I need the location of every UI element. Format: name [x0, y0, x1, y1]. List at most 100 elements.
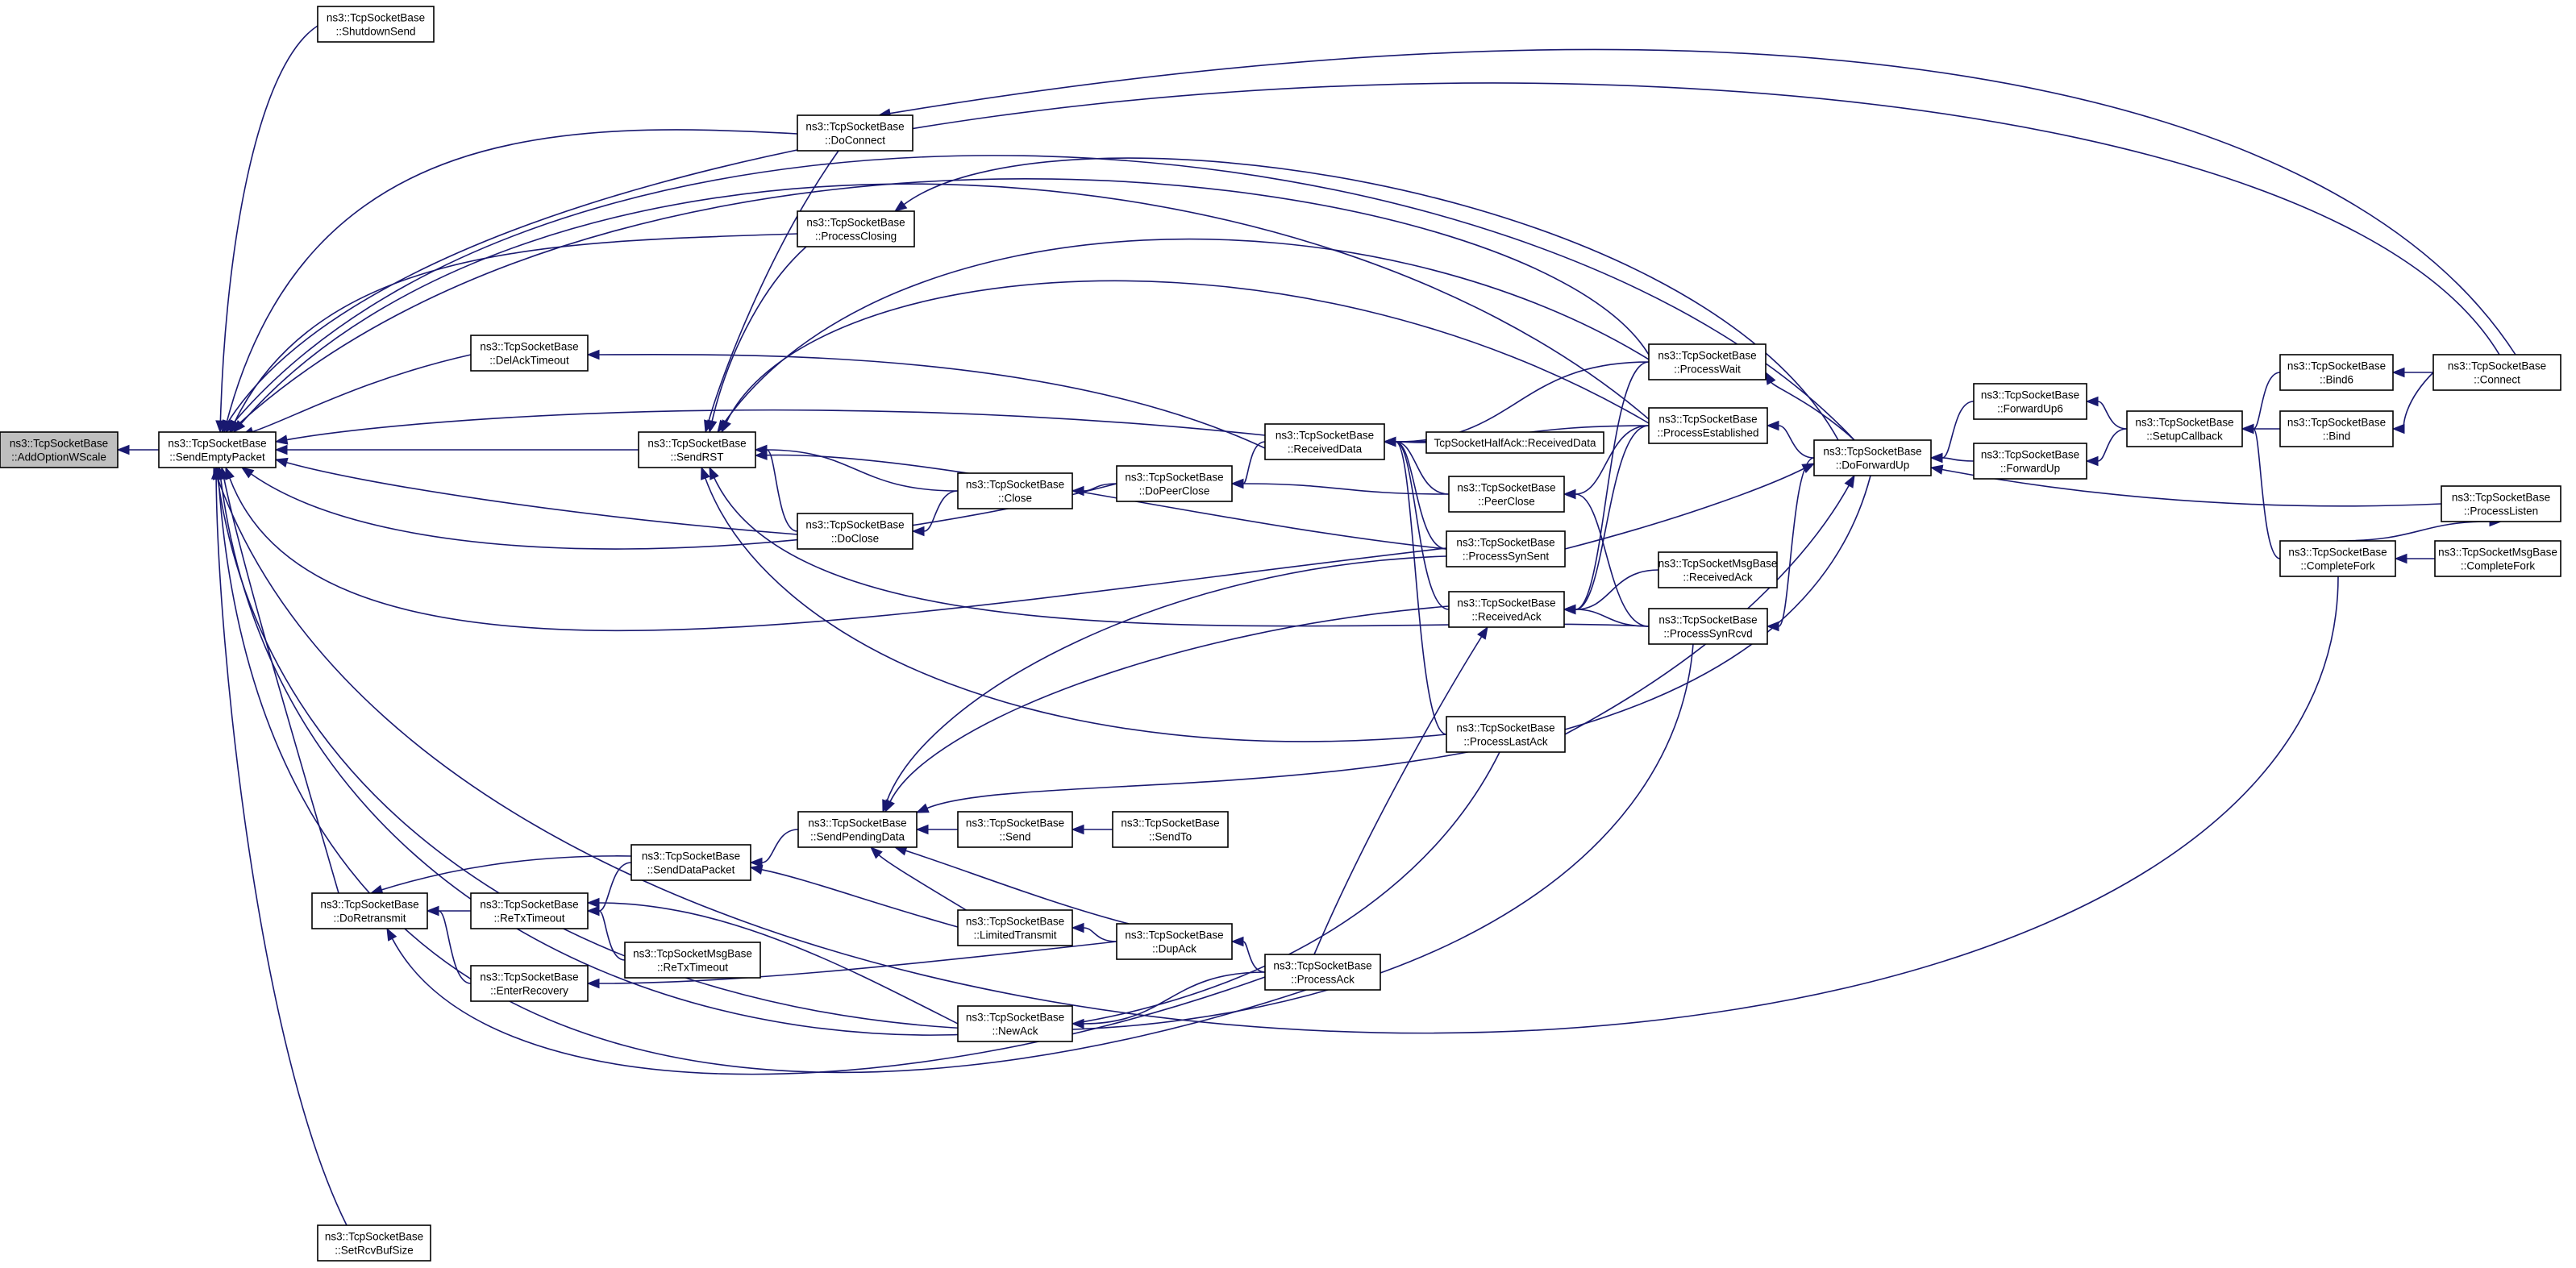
node-sendpendingdata[interactable]: ns3::TcpSocketBase::SendPendingData — [797, 811, 918, 848]
node-msgcompletefork[interactable]: ns3::TcpSocketMsgBase::CompleteFork — [2434, 540, 2561, 577]
node-box[interactable] — [470, 965, 589, 1002]
edge-line — [2403, 372, 2434, 430]
node-enterrecovery[interactable]: ns3::TcpSocketBase::EnterRecovery — [470, 965, 589, 1002]
edge-line — [886, 555, 1447, 802]
node-send[interactable]: ns3::TcpSocketBase::Send — [957, 811, 1073, 848]
node-bind[interactable]: ns3::TcpSocketBase::Bind — [2279, 410, 2394, 447]
node-box[interactable] — [2432, 354, 2561, 391]
node-retxtimeout[interactable]: ns3::TcpSocketBase::ReTxTimeout — [470, 892, 589, 929]
edge-arrowhead — [870, 846, 883, 859]
node-receiveddata[interactable]: ns3::TcpSocketBase::ReceivedData — [1264, 423, 1385, 460]
node-sendto[interactable]: ns3::TcpSocketBase::SendTo — [1112, 811, 1229, 848]
node-box[interactable] — [797, 114, 913, 152]
node-box[interactable] — [470, 892, 589, 929]
node-box[interactable] — [1648, 608, 1768, 645]
edge-processestablished-to-receivedack — [1563, 425, 1650, 615]
edge-connect-to-sendemptypacket — [221, 82, 2500, 434]
node-box[interactable] — [957, 1005, 1073, 1042]
node-box[interactable] — [1264, 954, 1381, 991]
node-box[interactable] — [0, 431, 119, 468]
node-connect[interactable]: ns3::TcpSocketBase::Connect — [2432, 354, 2561, 391]
node-box[interactable] — [1648, 407, 1768, 444]
node-box[interactable] — [1973, 383, 2087, 420]
node-label-line: ns3::TcpSocketBase — [642, 850, 740, 863]
node-box[interactable] — [1448, 476, 1565, 513]
node-box[interactable] — [1658, 551, 1778, 588]
node-processclosing[interactable]: ns3::TcpSocketBase::ProcessClosing — [797, 210, 915, 247]
node-label-line: ns3::TcpSocketBase — [1125, 472, 1223, 484]
node-newack[interactable]: ns3::TcpSocketBase::NewAck — [957, 1005, 1073, 1042]
node-box[interactable] — [311, 892, 428, 929]
node-box[interactable] — [2279, 410, 2394, 447]
node-processack[interactable]: ns3::TcpSocketBase::ProcessAck — [1264, 954, 1381, 991]
node-completefork[interactable]: ns3::TcpSocketBase::CompleteFork — [2279, 540, 2396, 577]
node-box[interactable] — [1448, 591, 1565, 628]
node-box[interactable] — [317, 6, 435, 43]
node-label-line: ns3::TcpSocketBase — [1823, 446, 1921, 458]
node-box[interactable] — [797, 210, 915, 247]
node-bind6[interactable]: ns3::TcpSocketBase::Bind6 — [2279, 354, 2394, 391]
node-box[interactable] — [1116, 465, 1233, 502]
node-delacktimeout[interactable]: ns3::TcpSocketBase::DelAckTimeout — [470, 335, 589, 372]
node-msgreceivedack[interactable]: ns3::TcpSocketMsgBase::ReceivedAck — [1658, 551, 1778, 588]
node-addoptionwscale[interactable]: ns3::TcpSocketBase::AddOptionWScale — [0, 431, 119, 468]
node-box[interactable] — [1648, 343, 1767, 380]
node-processestablished[interactable]: ns3::TcpSocketBase::ProcessEstablished — [1648, 407, 1768, 444]
node-box[interactable] — [1973, 443, 2087, 480]
node-box[interactable] — [1116, 923, 1233, 960]
node-box[interactable] — [1425, 431, 1604, 454]
node-box[interactable] — [630, 844, 751, 881]
node-receivedack[interactable]: ns3::TcpSocketBase::ReceivedAck — [1448, 591, 1565, 628]
node-box[interactable] — [638, 431, 756, 468]
node-setrcvbufsize[interactable]: ns3::TcpSocketBase::SetRcvBufSize — [317, 1224, 431, 1262]
node-sendemptypacket[interactable]: ns3::TcpSocketBase::SendEmptyPacket — [158, 431, 277, 468]
node-limitedtransmit[interactable]: ns3::TcpSocketBase::LimitedTransmit — [957, 909, 1073, 946]
edge-line — [766, 449, 959, 492]
node-doretransmit[interactable]: ns3::TcpSocketBase::DoRetransmit — [311, 892, 428, 929]
node-box[interactable] — [1112, 811, 1229, 848]
node-processlisten[interactable]: ns3::TcpSocketBase::ProcessListen — [2441, 485, 2561, 522]
node-sendrst[interactable]: ns3::TcpSocketBase::SendRST — [638, 431, 756, 468]
node-box[interactable] — [957, 909, 1073, 946]
node-forwardup[interactable]: ns3::TcpSocketBase::ForwardUp — [1973, 443, 2087, 480]
node-processsynsent[interactable]: ns3::TcpSocketBase::ProcessSynSent — [1446, 530, 1566, 567]
node-box[interactable] — [957, 472, 1073, 509]
node-processlastack[interactable]: ns3::TcpSocketBase::ProcessLastAck — [1446, 716, 1566, 753]
node-doconnect[interactable]: ns3::TcpSocketBase::DoConnect — [797, 114, 913, 152]
node-close[interactable]: ns3::TcpSocketBase::Close — [957, 472, 1073, 509]
edge-line — [232, 155, 1855, 441]
node-senddatapacket[interactable]: ns3::TcpSocketBase::SendDataPacket — [630, 844, 751, 881]
node-box[interactable] — [1264, 423, 1385, 460]
node-box[interactable] — [317, 1224, 431, 1262]
node-box[interactable] — [2434, 540, 2561, 577]
node-doforwardup[interactable]: ns3::TcpSocketBase::DoForwardUp — [1813, 439, 1932, 476]
edge-arrowhead — [1383, 436, 1396, 447]
node-box[interactable] — [797, 811, 918, 848]
node-halfack[interactable]: TcpSocketHalfAck::ReceivedData — [1425, 431, 1604, 454]
node-box[interactable] — [2441, 485, 2561, 522]
node-dupack[interactable]: ns3::TcpSocketBase::DupAck — [1116, 923, 1233, 960]
node-box[interactable] — [797, 513, 913, 550]
node-box[interactable] — [470, 335, 589, 372]
node-box[interactable] — [1813, 439, 1932, 476]
node-doclose[interactable]: ns3::TcpSocketBase::DoClose — [797, 513, 913, 550]
node-box[interactable] — [1446, 716, 1566, 753]
node-setupcallback[interactable]: ns3::TcpSocketBase::SetupCallback — [2126, 410, 2243, 447]
edge-arrowhead — [754, 450, 768, 460]
node-peerclose[interactable]: ns3::TcpSocketBase::PeerClose — [1448, 476, 1565, 513]
node-shutdownsend[interactable]: ns3::TcpSocketBase::ShutdownSend — [317, 6, 435, 43]
node-box[interactable] — [158, 431, 277, 468]
node-box[interactable] — [2279, 540, 2396, 577]
node-forwardup6[interactable]: ns3::TcpSocketBase::ForwardUp6 — [1973, 383, 2087, 420]
node-box[interactable] — [2126, 410, 2243, 447]
node-box[interactable] — [2279, 354, 2394, 391]
node-processsynrcvd[interactable]: ns3::TcpSocketBase::ProcessSynRcvd — [1648, 608, 1768, 645]
node-box[interactable] — [957, 811, 1073, 848]
node-processwait[interactable]: ns3::TcpSocketBase::ProcessWait — [1648, 343, 1767, 380]
node-box[interactable] — [624, 942, 761, 979]
node-label-line: ::PeerClose — [1478, 496, 1535, 508]
node-msgretxtimeout[interactable]: ns3::TcpSocketMsgBase::ReTxTimeout — [624, 942, 761, 979]
edge-newack-to-retxtimeout — [586, 897, 959, 1025]
node-dopeerclose[interactable]: ns3::TcpSocketBase::DoPeerClose — [1116, 465, 1233, 502]
node-box[interactable] — [1446, 530, 1566, 567]
